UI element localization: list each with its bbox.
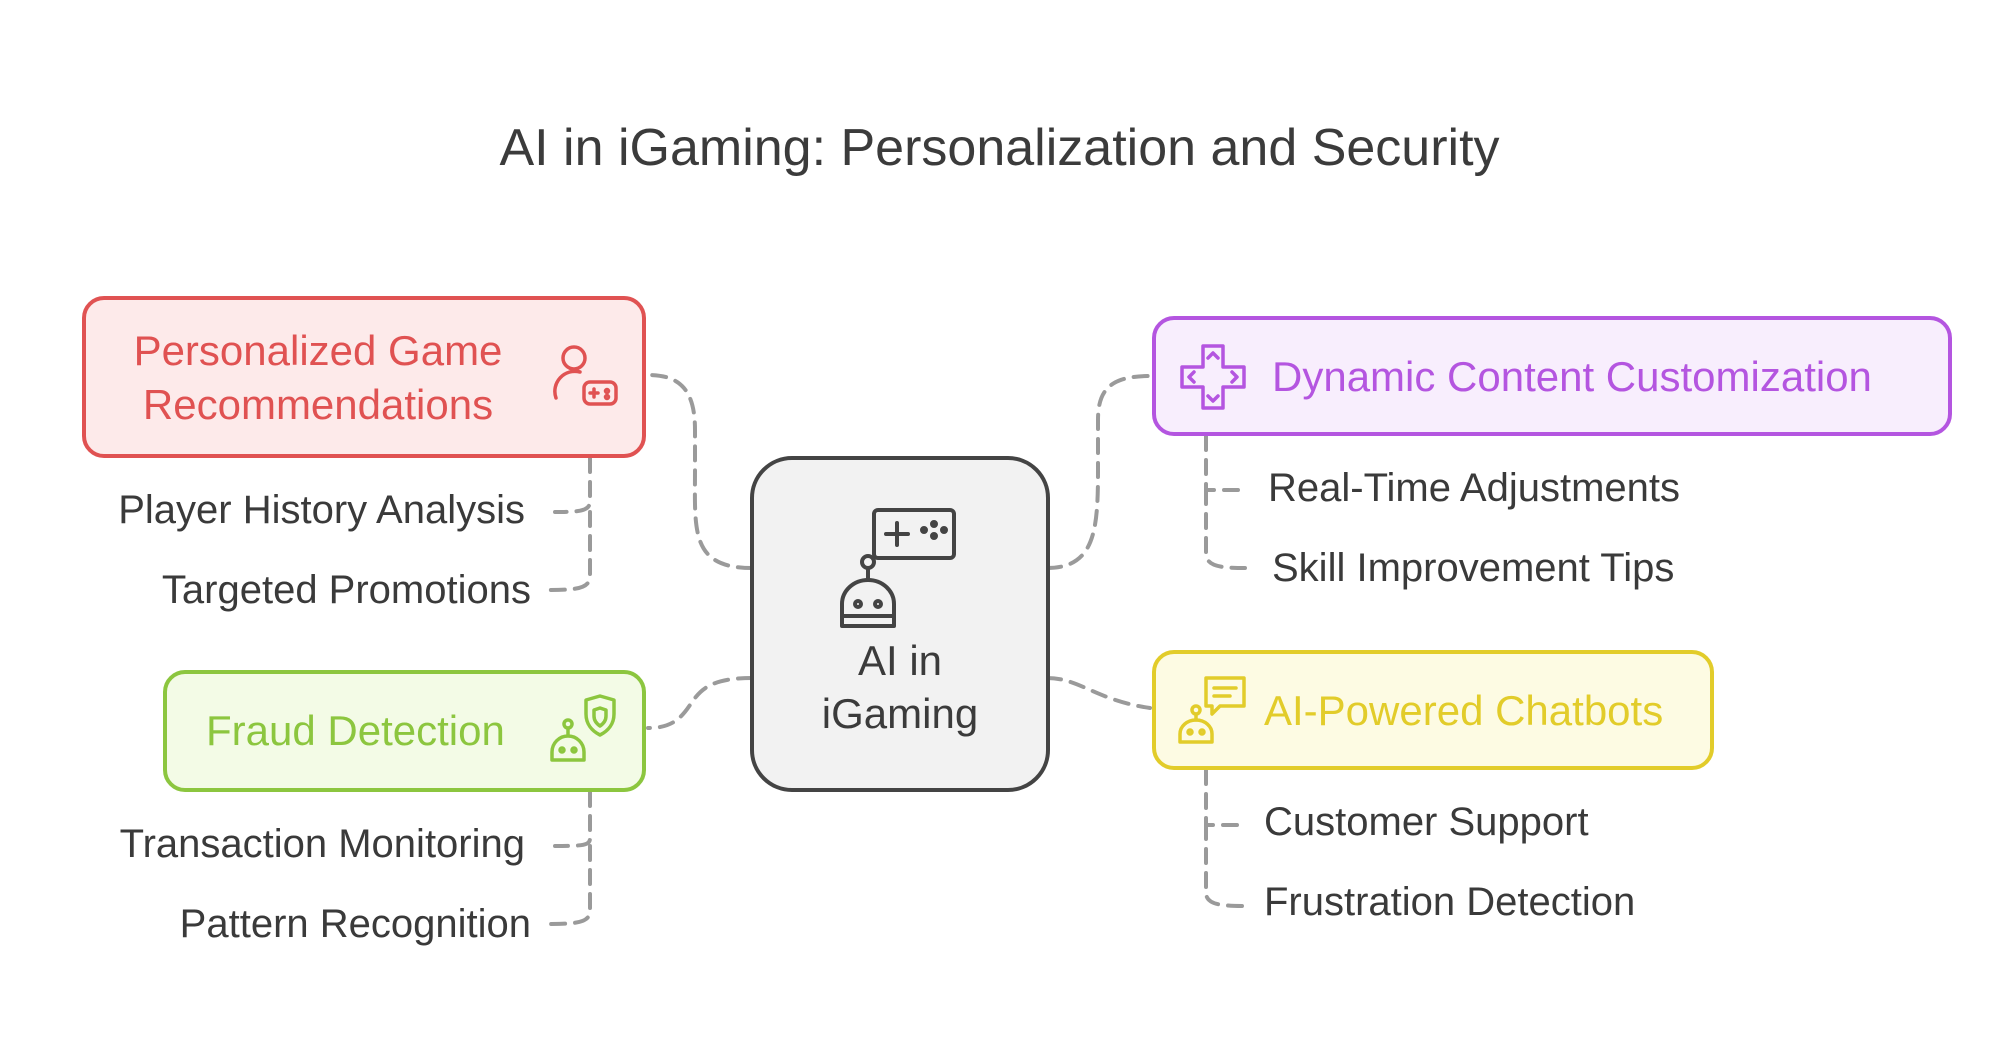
personalized-game-recommendations-box [82, 296, 646, 458]
connector-center-personalized [646, 373, 754, 570]
frustration-detection: Frustration Detection [1264, 880, 1636, 924]
connector-frustration [1204, 823, 1247, 908]
fraud-detection-box [163, 670, 646, 792]
dynamic-label: Dynamic Content Customization [1272, 353, 1872, 400]
connector-player-history [553, 456, 592, 514]
connector-skill-tips [1204, 488, 1247, 570]
robot-gamepad-icon [840, 508, 956, 628]
transaction-monitoring: Transaction Monitoring [119, 822, 525, 866]
center-node [750, 456, 1050, 792]
connector-pattern-recognition [546, 844, 592, 926]
real-time-adjustments: Real-Time Adjustments [1268, 466, 1680, 510]
fraud-label: Fraud Detection [206, 707, 505, 754]
center-label-line1: AI in [857, 637, 943, 684]
targeted-promotions: Targeted Promotions [161, 568, 531, 612]
personalized-label-line2: Recommendations [142, 381, 494, 428]
player-history-analysis: Player History Analysis [118, 488, 525, 532]
connector-transaction-monitoring [553, 790, 592, 848]
robot-shield-icon [550, 694, 616, 762]
chatbots-label: AI-Powered Chatbots [1264, 687, 1664, 734]
skill-improvement-tips: Skill Improvement Tips [1272, 546, 1675, 590]
dynamic-content-customization-box [1152, 316, 1952, 436]
connector-targeted-promotions [546, 510, 592, 592]
personalized-label-line1: Personalized Game [133, 327, 503, 374]
center-label-line2: iGaming [821, 690, 979, 737]
connector-center-dynamic [1045, 374, 1152, 570]
diagram-title: AI in iGaming: Personalization and Secur… [499, 119, 1500, 177]
connector-customer-support [1204, 768, 1247, 827]
robot-chat-icon [1178, 676, 1246, 744]
dpad-arrows-icon [1180, 344, 1246, 410]
user-gamepad-icon [553, 345, 618, 406]
customer-support: Customer Support [1264, 800, 1589, 844]
connector-real-time [1204, 434, 1247, 492]
pattern-recognition: Pattern Recognition [179, 902, 531, 946]
connector-center-fraud [646, 676, 754, 730]
ai-powered-chatbots-box [1152, 650, 1714, 770]
connector-center-chatbots [1045, 676, 1152, 710]
